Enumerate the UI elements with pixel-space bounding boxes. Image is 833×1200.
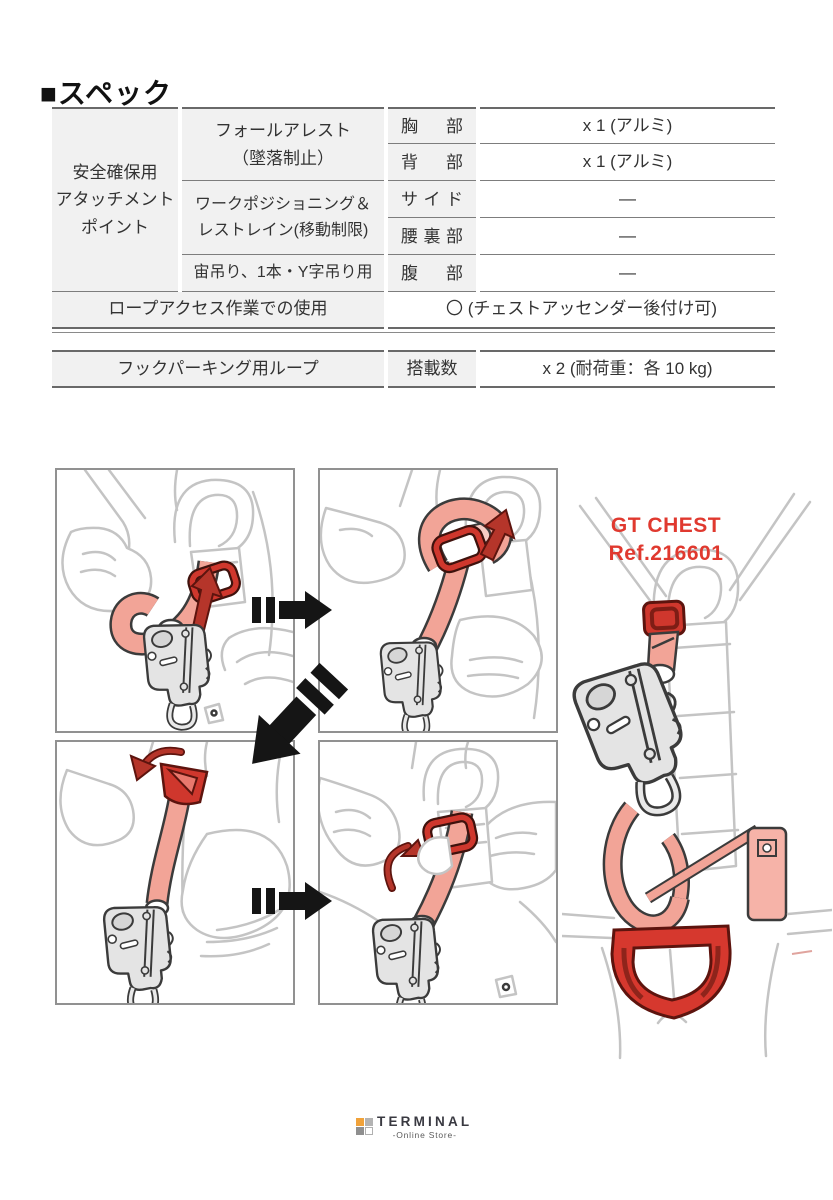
hook-parking-label: フックパーキング用ループ	[52, 350, 384, 388]
spec-group-label: 安全確保用 アタッチメント ポイント	[52, 107, 178, 292]
step-panel-3	[55, 740, 295, 1005]
hook-parking-qty-label: 搭載数	[388, 350, 476, 388]
step-panel-4	[318, 740, 558, 1005]
spec-value-ventral: —	[480, 255, 775, 292]
rope-access-value: 〇 (チェストアッセンダー後付け可)	[388, 292, 775, 329]
hook-parking-table: フックパーキング用ループ 搭載数 x 2 (耐荷重：各 10 kg)	[52, 350, 775, 388]
rope-access-label: ロープアクセス作業での使用	[52, 292, 384, 329]
spec-subgroup-work-positioning: ワークポジショニング＆ レストレイン(移動制限)	[182, 181, 384, 255]
product-name: GT CHEST	[610, 514, 722, 537]
step-1-illustration	[61, 470, 293, 731]
title-marker-icon: ■	[40, 77, 58, 109]
strap-buckle-icon	[431, 524, 488, 574]
arrow-right-icon	[252, 585, 332, 635]
chest-ascender-icon	[381, 642, 443, 731]
brand-tagline: -Online Store-	[392, 1130, 457, 1140]
step-panel-2	[318, 468, 558, 733]
gt-chest-illustration	[562, 492, 832, 1060]
chest-ascender-icon	[373, 919, 440, 1003]
chest-ascender-icon	[104, 907, 173, 1003]
table-divider-rule	[52, 332, 775, 333]
step-4-illustration	[320, 742, 556, 1003]
spec-value-side: —	[480, 181, 775, 218]
spec-value-rear-waist: —	[480, 218, 775, 255]
spec-value-back: x 1 (アルミ)	[480, 144, 775, 181]
spec-part-chest: 胸 部	[388, 107, 476, 144]
logo-text-block: TERMINAL -Online Store-	[377, 1114, 472, 1140]
arrow-right-icon	[252, 876, 332, 926]
spec-part-ventral: 腹 部	[388, 255, 476, 292]
spec-part-side: サイド	[388, 181, 476, 218]
spec-part-rear-waist: 腰裏部	[388, 218, 476, 255]
product-ref: Ref.216601	[608, 542, 724, 566]
terminal-logo-grid-icon	[356, 1118, 373, 1135]
page-title: ■スペック	[40, 72, 172, 112]
chest-ascender-icon	[144, 625, 211, 727]
spec-subgroup-fall-arrest: フォールアレスト （墜落制止）	[182, 107, 384, 181]
product-label: GT CHEST Ref.216601	[562, 512, 770, 569]
spec-subgroup-suspension: 宙吊り、1本・Y字吊り用	[182, 255, 384, 292]
product-figure: GT CHEST Ref.216601	[562, 478, 832, 1063]
spec-table: 安全確保用 アタッチメント ポイント フォールアレスト （墜落制止） 胸 部 x…	[52, 107, 775, 329]
hook-parking-value: x 2 (耐荷重：各 10 kg)	[480, 350, 775, 388]
footer-logo: TERMINAL -Online Store-	[356, 1114, 472, 1140]
brand-name: TERMINAL	[377, 1114, 473, 1129]
spec-part-back: 背 部	[388, 144, 476, 181]
title-text: スペック	[57, 77, 172, 109]
spec-value-chest: x 1 (アルミ)	[480, 107, 775, 144]
thread-direction-arrow-icon	[479, 508, 516, 562]
step-3-illustration	[59, 742, 291, 1003]
step-2-illustration	[320, 470, 543, 731]
